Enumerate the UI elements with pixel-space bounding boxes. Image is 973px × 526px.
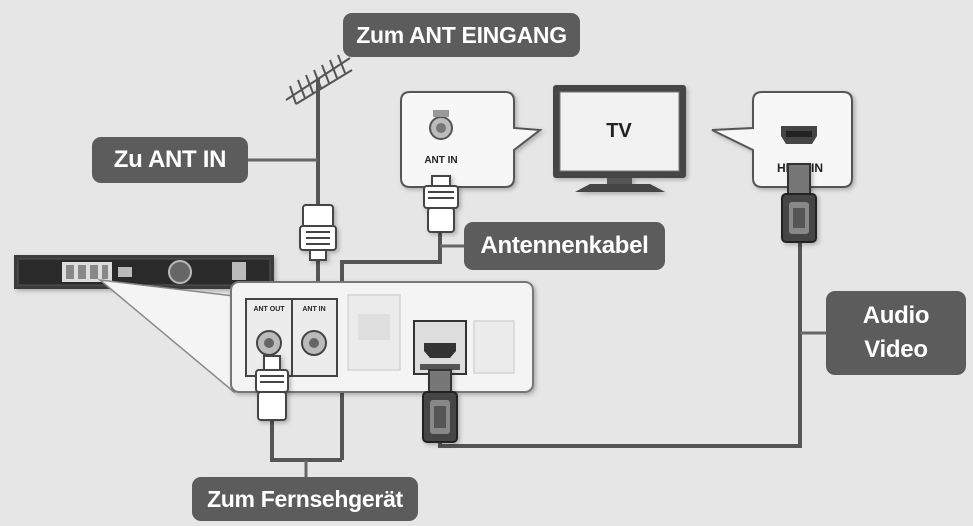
- ant-out-port-icon: [256, 330, 282, 356]
- tv-ant-in-label: ANT IN: [424, 155, 457, 166]
- recorder-device-icon: [14, 255, 274, 289]
- zoom-wedge: [97, 278, 235, 394]
- label-antennenkabel: Antennenkabel: [464, 222, 665, 270]
- device-ant-in-label: ANT IN: [302, 306, 325, 313]
- ant-in-port-icon: [301, 330, 327, 356]
- tv-ant-in-callout: [400, 91, 543, 188]
- hdmi-connector-icon: [781, 163, 817, 243]
- tv-icon: [553, 85, 686, 192]
- antenna-icon: [285, 54, 353, 105]
- lan-port-icon: [347, 294, 401, 371]
- optical-port-icon: [473, 320, 515, 374]
- device-hdmi-connector-icon: [422, 369, 458, 443]
- hdmi-port-icon: [781, 126, 817, 144]
- hdmi-cable: [438, 243, 802, 448]
- tv-ant-in-port-icon: [429, 110, 453, 140]
- tv-label: TV: [606, 120, 632, 142]
- hdmi-in-callout: [711, 91, 853, 188]
- device-ant-out-label: ANT OUT: [253, 306, 285, 313]
- coax-connector-icon: [299, 204, 337, 261]
- label-zum-ant-eingang: Zum ANT EINGANG: [343, 13, 580, 57]
- label-zum-fernsehgeraet: Zum Fernsehgerät: [192, 477, 418, 521]
- label-zu-ant-in: Zu ANT IN: [92, 137, 248, 183]
- ant-out-cable: [270, 420, 342, 462]
- ant-out-coax-connector-icon: [255, 355, 289, 421]
- tv-coax-connector-icon: [423, 175, 459, 233]
- hdmi-out-port-icon: [413, 320, 467, 375]
- label-audio: Audio: [862, 302, 930, 329]
- callout-lines: [248, 158, 826, 477]
- label-audio-video: Audio Video: [826, 291, 966, 375]
- label-video: Video: [864, 336, 928, 363]
